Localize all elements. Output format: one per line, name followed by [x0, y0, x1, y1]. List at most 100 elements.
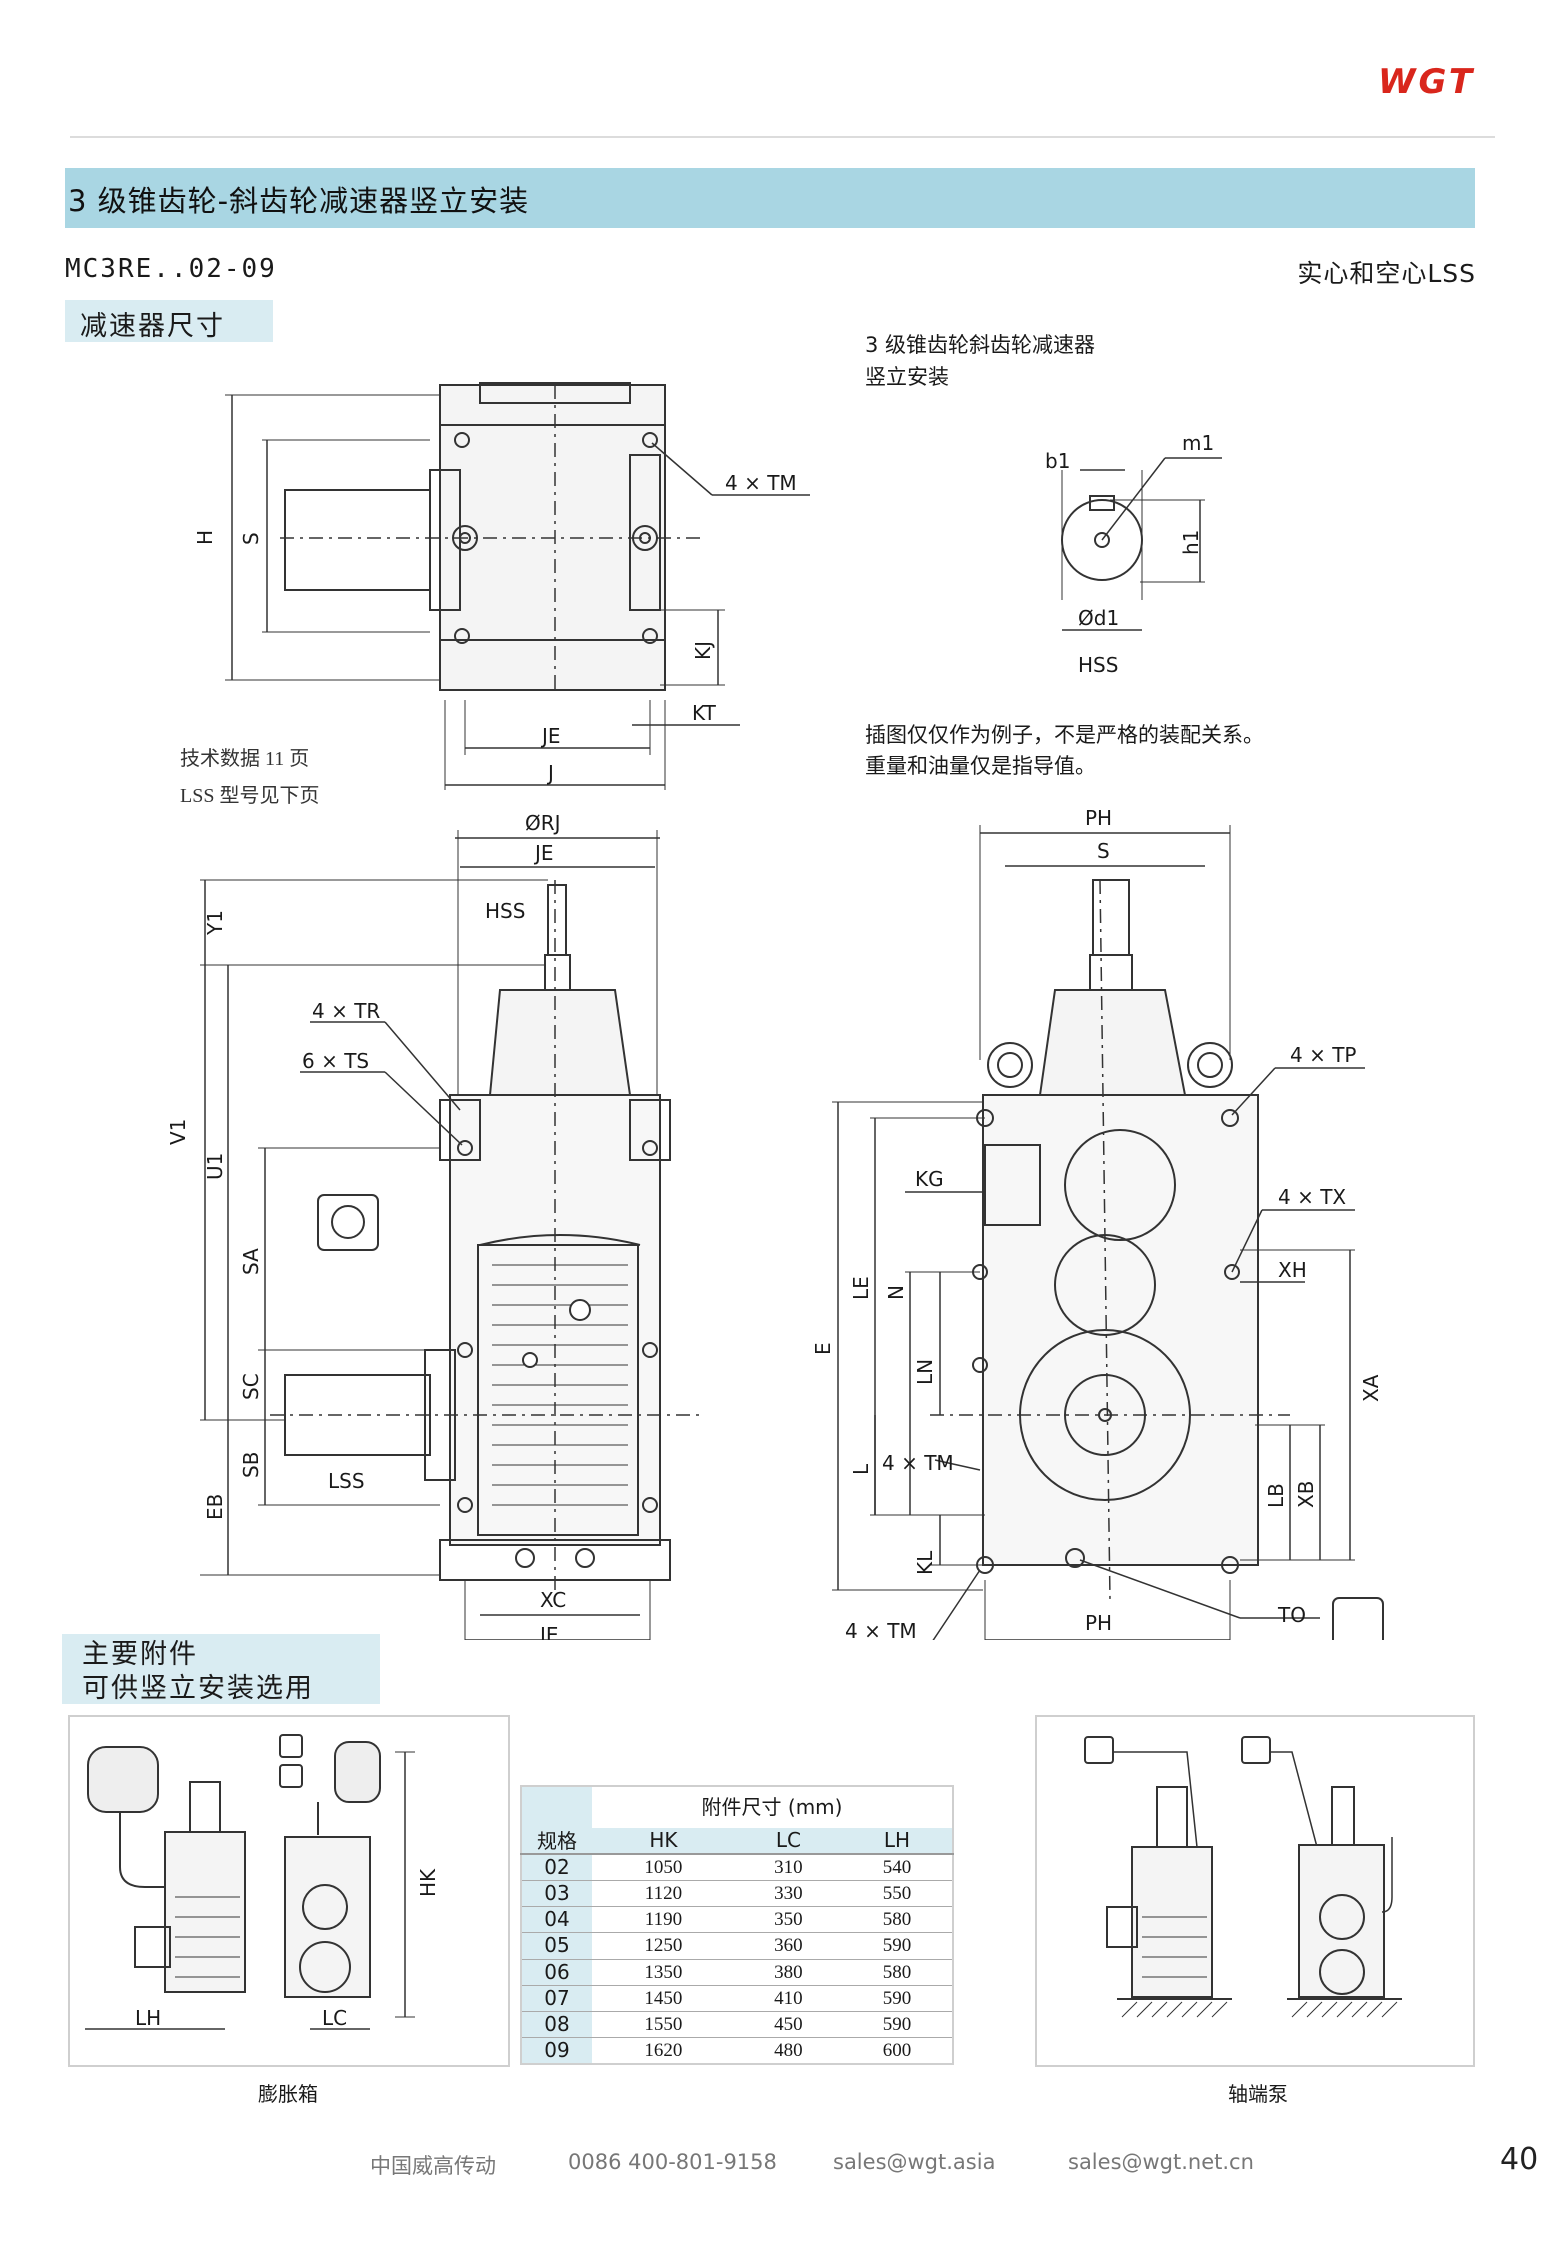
top-view-input-shaft: [284, 489, 431, 591]
row-lc: 380: [774, 1961, 803, 1983]
row-spec: 09: [521, 2037, 592, 2064]
label-LB: LB: [1264, 1483, 1288, 1508]
footer-email-asia[interactable]: sales@wgt.asia: [833, 2150, 996, 2174]
label-b1: b1: [1045, 449, 1070, 473]
row-lh: 590: [882, 2013, 912, 2035]
label-JE-bottom: JE: [538, 1623, 559, 1640]
expansion-tank-caption: 膨胀箱: [258, 2082, 318, 2106]
row-lc: 310: [774, 1857, 803, 1879]
row-hk: 1550: [644, 2013, 683, 2035]
label-J: J: [546, 761, 554, 785]
page-number: 40: [1500, 2142, 1539, 2177]
accessories-title-bar: [62, 1634, 380, 1704]
label-Y1: Y1: [203, 910, 227, 936]
front-view-hss-shaft: [547, 884, 567, 956]
front-view-motor-box: [477, 1244, 639, 1536]
row-lh: 580: [882, 1909, 912, 1931]
shaft-end-pump-caption: 轴端泵: [1228, 2082, 1288, 2106]
label-XH: XH: [1278, 1258, 1307, 1282]
label-EB: EB: [203, 1494, 227, 1520]
drain-symbol: [1332, 1597, 1384, 1640]
row-lc: 330: [774, 1883, 803, 1905]
row-spec: 08: [521, 2011, 592, 2038]
label-L: L: [849, 1463, 873, 1475]
label-KL: KL: [913, 1550, 937, 1575]
section-title-bar: [65, 168, 1475, 228]
label-4xTX: 4 × TX: [1278, 1185, 1346, 1209]
label-SB: SB: [239, 1452, 263, 1478]
expansion-tank-panel: LH LC HK: [68, 1715, 510, 2067]
row-hk: 1190: [644, 1909, 683, 1931]
label-PH-top: PH: [1085, 806, 1112, 830]
row-lh: 540: [882, 1857, 912, 1879]
footer-email-net[interactable]: sales@wgt.net.cn: [1068, 2150, 1254, 2174]
row-lh: 590: [882, 1935, 912, 1957]
label-4xTP: 4 × TP: [1290, 1043, 1356, 1067]
row-lh: 550: [882, 1883, 912, 1905]
front-view-lss-shaft: [284, 1374, 431, 1456]
table-row: 06 1350 380 580: [521, 1959, 953, 1986]
table-col-lh: LH: [883, 1828, 911, 1853]
label-4xTR: 4 × TR: [312, 999, 380, 1023]
label-4xTM-top: 4 × TM: [725, 471, 797, 495]
label-LC: LC: [322, 2006, 347, 2030]
row-spec: 03: [521, 1880, 592, 1907]
oil-level-symbol: [317, 1194, 379, 1251]
row-hk: 1050: [644, 1857, 683, 1879]
table-spec-header: 规格: [521, 1786, 592, 1855]
shaft-end-pump-panel: [1035, 1715, 1475, 2067]
row-lc: 350: [774, 1909, 803, 1931]
note-example: 插图仅仅作为例子，不是严格的装配关系。: [865, 723, 1264, 747]
side-view-hss-shaft: [1092, 879, 1130, 956]
label-V1: V1: [166, 1119, 190, 1145]
row-lh: 580: [882, 1961, 912, 1983]
label-h1: h1: [1179, 530, 1203, 555]
label-PH-bottom: PH: [1085, 1611, 1112, 1635]
side-view-body: [982, 1094, 1259, 1566]
shaft-type: 实心和空心LSS: [1297, 259, 1476, 288]
drawing-caption-line2: 竖立安装: [865, 365, 949, 389]
label-JE-top: JE: [540, 724, 561, 748]
label-LE: LE: [849, 1276, 873, 1300]
row-lh: 590: [882, 1987, 912, 2009]
row-spec: 06: [521, 1959, 592, 1986]
table-col-lc: LC: [775, 1828, 801, 1853]
note-tech-data: 技术数据 11 页: [180, 747, 309, 770]
header-divider: [70, 136, 1495, 138]
label-XA: XA: [1359, 1374, 1383, 1402]
label-LSS: LSS: [328, 1469, 365, 1493]
footer-company: 中国威高传动: [370, 2154, 496, 2178]
label-KG: KG: [915, 1167, 944, 1191]
label-LN: LN: [913, 1359, 937, 1385]
label-N: N: [884, 1285, 908, 1300]
label-HSS-front: HSS: [485, 899, 525, 923]
label-U1: U1: [203, 1153, 227, 1180]
label-SA: SA: [239, 1248, 263, 1275]
label-HSS-detail: HSS: [1078, 653, 1118, 677]
table-group-header: 附件尺寸 (mm): [592, 1786, 953, 1828]
table-col-hk: HK: [649, 1828, 678, 1853]
reducer-dimensions-title: 减速器尺寸: [80, 311, 225, 342]
row-lc: 410: [774, 1987, 803, 2009]
label-LH: LH: [135, 2006, 161, 2030]
row-hk: 1450: [644, 1987, 683, 2009]
note-weight: 重量和油量仅是指导值。: [865, 754, 1096, 778]
label-RJ: ØRJ: [525, 811, 561, 835]
shaft-end-pump-drawing: [1084, 1736, 1402, 2018]
row-hk: 1350: [644, 1961, 683, 1983]
label-6xTS: 6 × TS: [302, 1049, 369, 1073]
label-KT: KT: [692, 701, 717, 725]
label-SC: SC: [239, 1373, 263, 1400]
label-4xTM-side: 4 × TM: [882, 1451, 954, 1475]
row-spec: 05: [521, 1932, 592, 1960]
accessories-title: 主要附件 可供竖立安装选用: [82, 1638, 314, 1706]
label-E: E: [811, 1342, 835, 1355]
top-view-flange-right: [629, 454, 661, 611]
subtitle-bar: [65, 300, 273, 342]
